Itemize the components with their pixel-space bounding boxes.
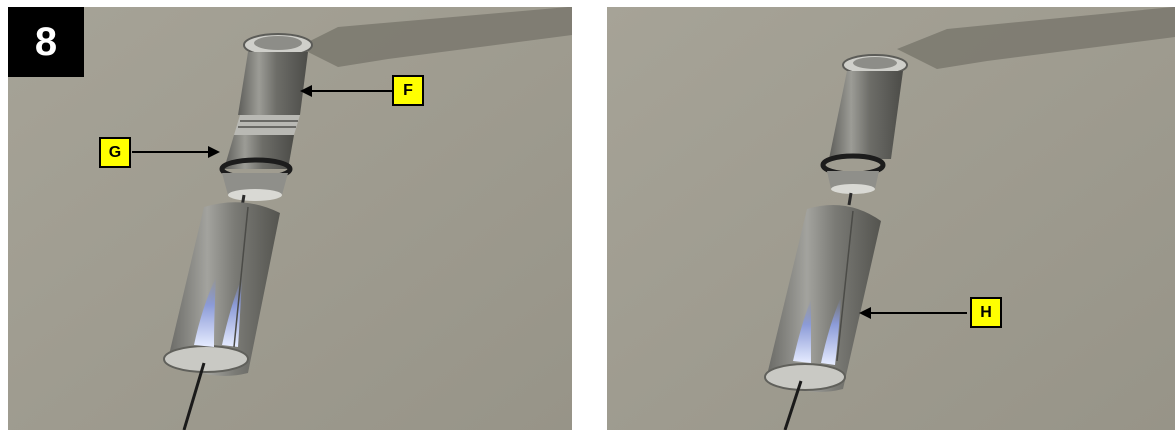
threaded-coupling <box>234 115 300 135</box>
canister-bottom <box>765 364 845 390</box>
center-rod <box>849 193 851 205</box>
callout-label-f: F <box>392 75 424 106</box>
right-illustration-panel <box>607 7 1175 430</box>
right-assembly-illustration <box>607 7 1175 430</box>
step-number-badge: 8 <box>8 7 84 77</box>
upper-cylinder <box>238 52 308 115</box>
left-assembly-illustration <box>8 7 572 430</box>
callout-label-h: H <box>970 297 1002 328</box>
left-illustration-panel <box>8 7 572 430</box>
canister-bottom <box>164 346 248 372</box>
callout-label-g: G <box>99 137 131 168</box>
